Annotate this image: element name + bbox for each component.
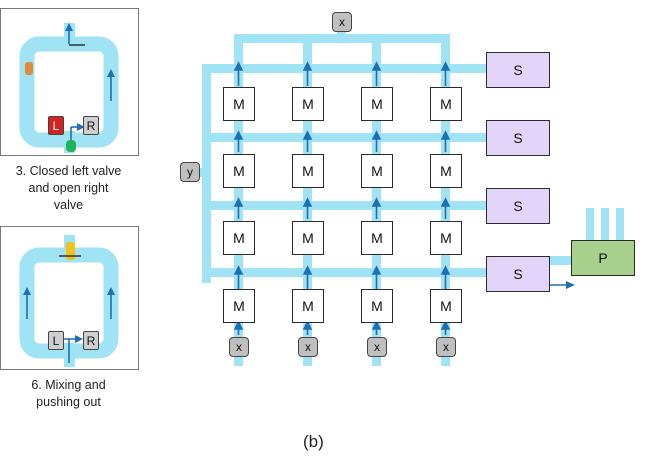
- step3-caption-line1: 3. Closed left valve: [15, 164, 122, 178]
- top-input-x[interactable]: x: [332, 12, 352, 32]
- step6-caption-line2: pushing out: [36, 395, 101, 409]
- mixer-r4-c1[interactable]: M: [223, 289, 255, 323]
- storage-3[interactable]: S: [486, 188, 550, 224]
- step6-left-valve[interactable]: L: [48, 331, 64, 350]
- mixer-r2-c3[interactable]: M: [361, 154, 393, 188]
- mixer-r1-c3[interactable]: M: [361, 87, 393, 121]
- storage-1[interactable]: S: [486, 52, 550, 88]
- mixer-r3-c3[interactable]: M: [361, 221, 393, 255]
- step3-left-valve[interactable]: L: [48, 116, 64, 135]
- mixer-r4-c2[interactable]: M: [292, 289, 324, 323]
- top-bus-channel: [234, 34, 450, 43]
- processor-out-2: [601, 208, 609, 240]
- step3-right-valve[interactable]: R: [83, 116, 99, 135]
- row-channel-1: [202, 64, 490, 73]
- mixer-r3-c1[interactable]: M: [223, 221, 255, 255]
- mixer-r3-c2[interactable]: M: [292, 221, 324, 255]
- figure-label-b: (b): [303, 432, 324, 451]
- processor-out-1: [586, 208, 594, 240]
- mixer-r1-c2[interactable]: M: [292, 87, 324, 121]
- row-channel-4: [202, 268, 490, 277]
- step6-right-valve[interactable]: R: [83, 331, 99, 350]
- mixer-r1-c1[interactable]: M: [223, 87, 255, 121]
- step6-caption: 6. Mixing and pushing out: [0, 377, 137, 411]
- row-channel-3: [211, 201, 490, 210]
- left-bus-channel: [202, 64, 211, 283]
- mixer-r1-c4[interactable]: M: [430, 87, 462, 121]
- bottom-input-x-1[interactable]: x: [229, 337, 249, 357]
- mixer-r3-c4[interactable]: M: [430, 221, 462, 255]
- bottom-input-x-3[interactable]: x: [367, 337, 387, 357]
- step3-channel-svg: [19, 23, 119, 153]
- step3-green-droplet: [66, 140, 76, 152]
- flow-arrows: [233, 61, 451, 335]
- processor[interactable]: P: [571, 240, 635, 276]
- mixer-r2-c4[interactable]: M: [430, 154, 462, 188]
- step3-orange-droplet: [25, 62, 33, 75]
- side-input-y[interactable]: y: [180, 162, 200, 182]
- step3-caption-line2: and open right: [28, 181, 109, 195]
- row-channel-2: [211, 133, 490, 142]
- bottom-input-x-2[interactable]: x: [298, 337, 318, 357]
- processor-feed-channel: [549, 256, 573, 265]
- bottom-input-x-4[interactable]: x: [436, 337, 456, 357]
- step3-caption: 3. Closed left valve and open right valv…: [0, 163, 137, 214]
- mixer-r2-c1[interactable]: M: [223, 154, 255, 188]
- processor-out-3: [616, 208, 624, 240]
- step6-caption-line1: 6. Mixing and: [31, 378, 106, 392]
- step3-panel: L R: [0, 8, 139, 156]
- mixer-r4-c3[interactable]: M: [361, 289, 393, 323]
- step6-panel: L R: [0, 226, 139, 370]
- storage-2[interactable]: S: [486, 120, 550, 156]
- storage-4[interactable]: S: [486, 256, 550, 292]
- mixer-r4-c4[interactable]: M: [430, 289, 462, 323]
- mixer-r2-c2[interactable]: M: [292, 154, 324, 188]
- step3-caption-line3: valve: [53, 198, 84, 212]
